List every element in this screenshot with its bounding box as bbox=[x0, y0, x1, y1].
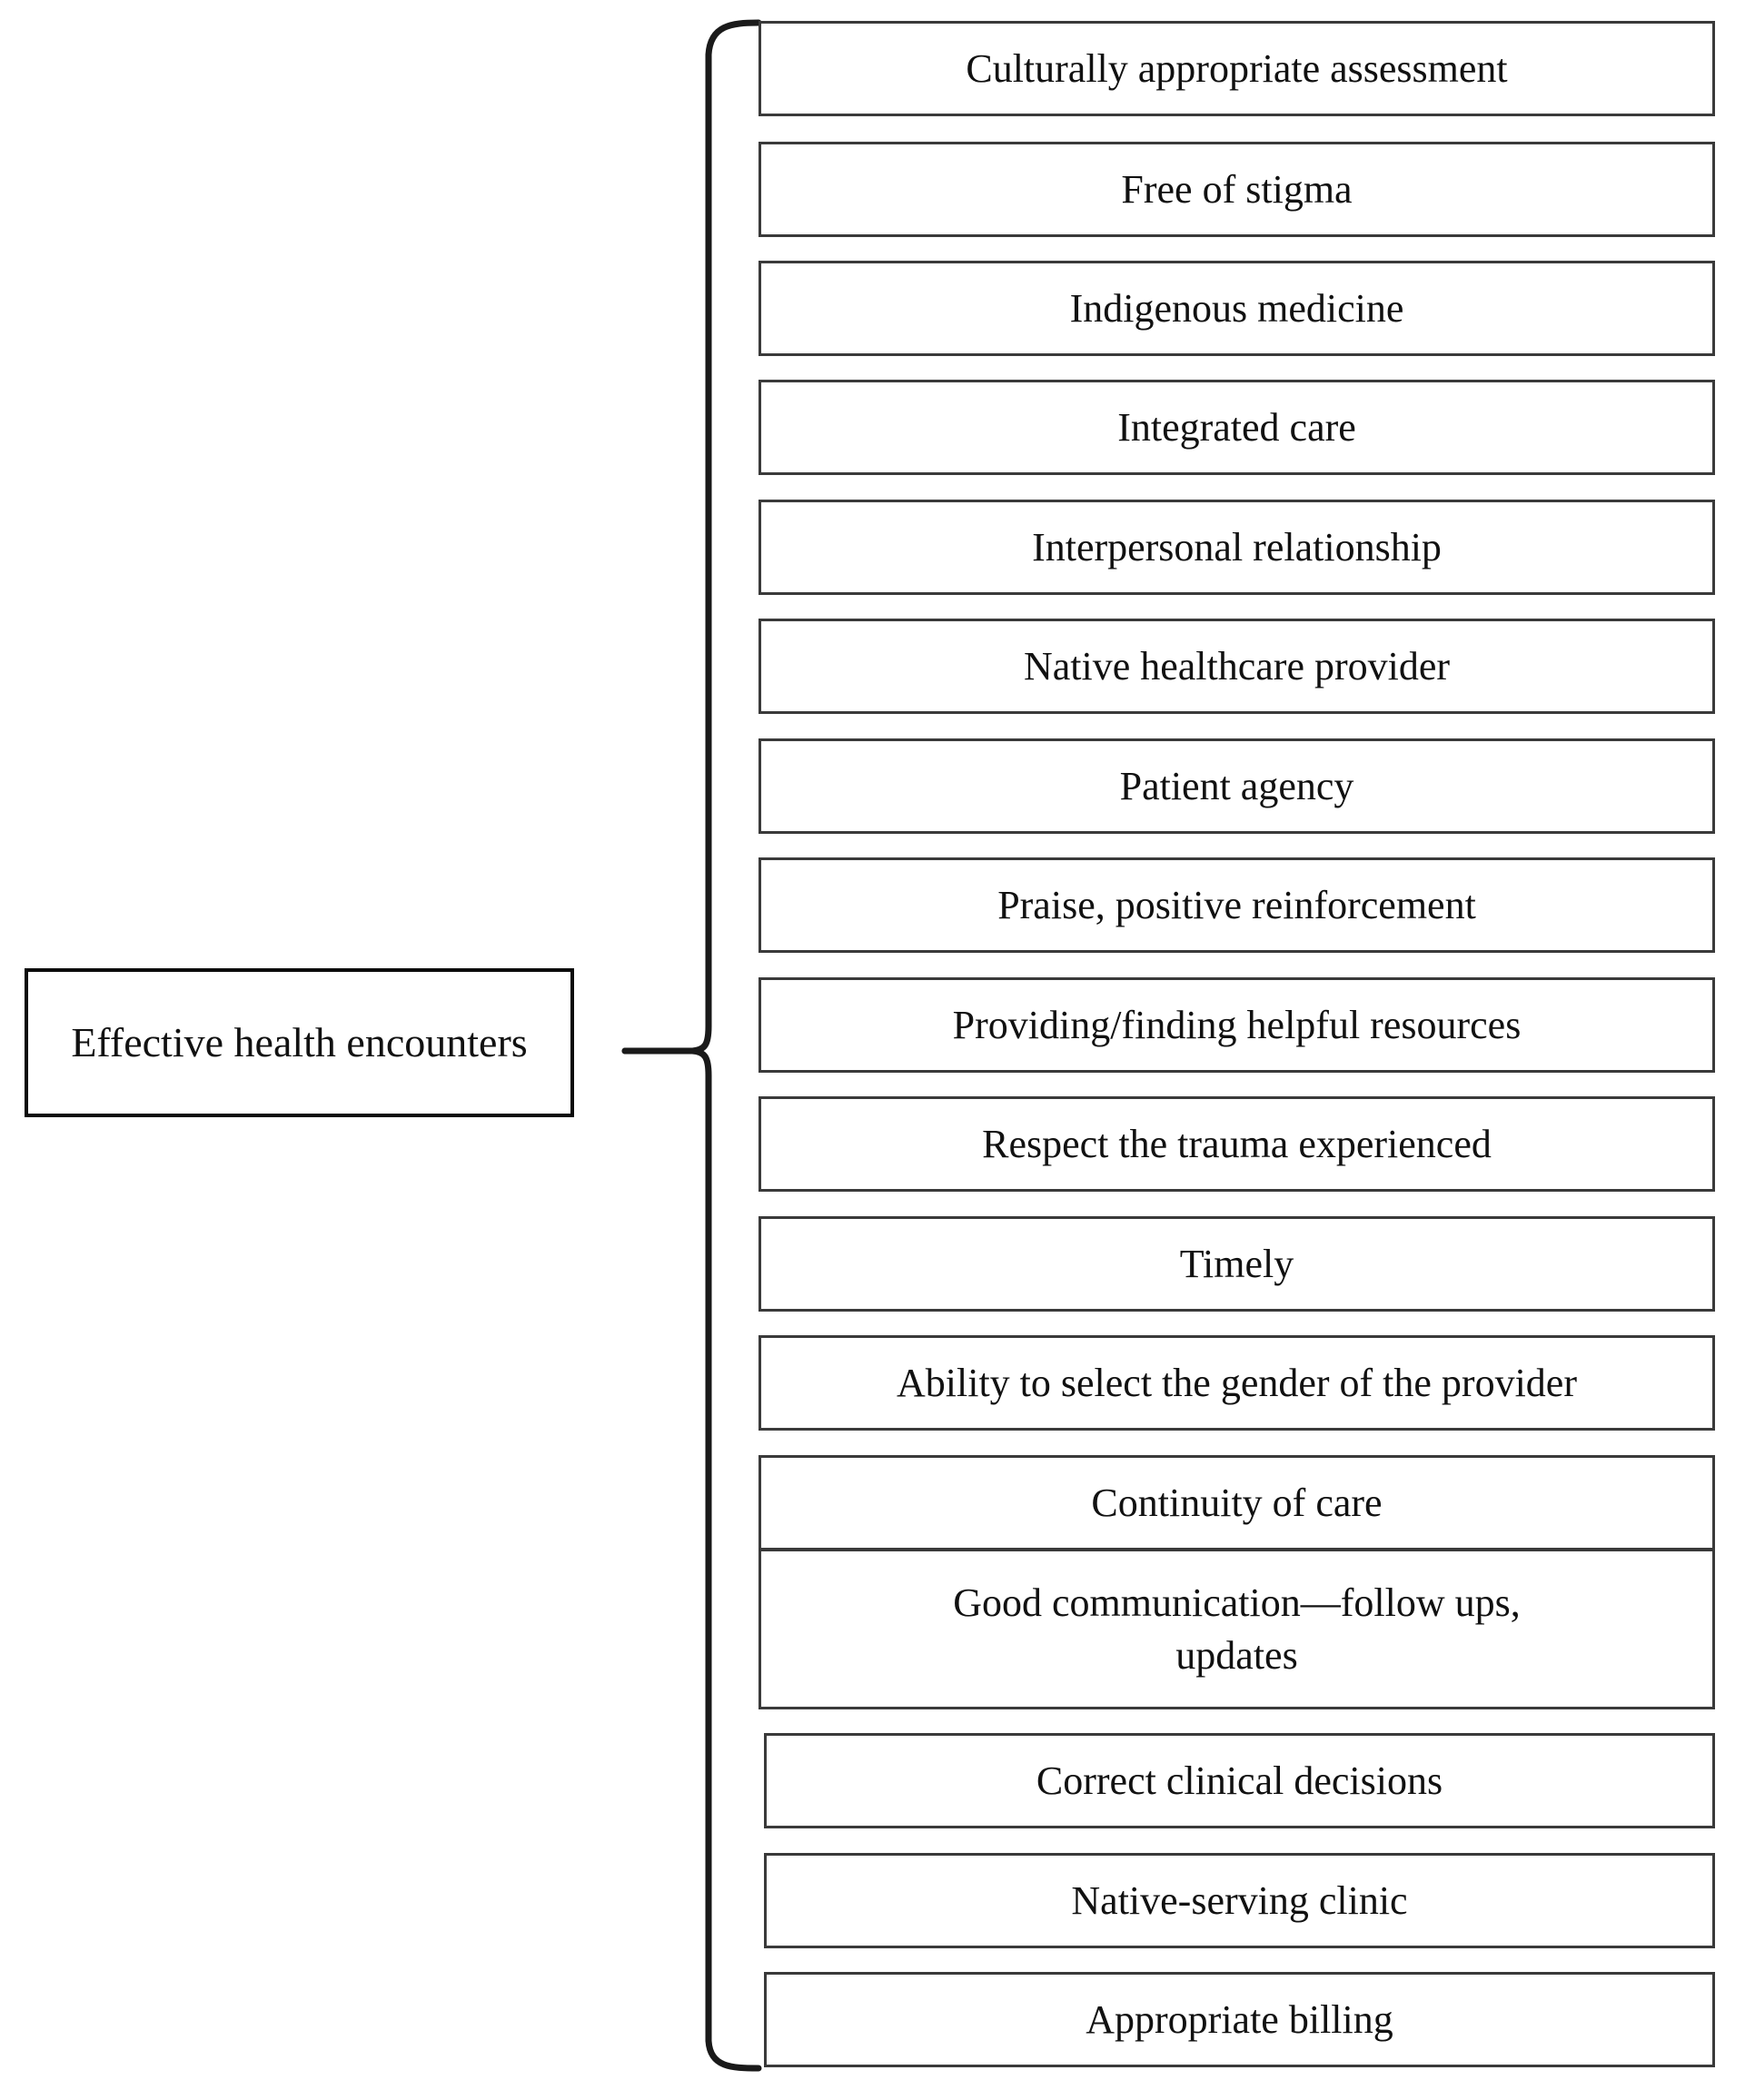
root-concept-box: Effective health encounters bbox=[25, 968, 574, 1117]
leaf-label: Native-serving clinic bbox=[1071, 1877, 1408, 1923]
leaf-label: Timely bbox=[1179, 1241, 1294, 1286]
leaf-box-continuity-of-care: Continuity of care bbox=[759, 1455, 1715, 1550]
leaf-label: Correct clinical decisions bbox=[1036, 1758, 1443, 1803]
leaf-label: Integrated care bbox=[1117, 404, 1356, 450]
leaf-label: Free of stigma bbox=[1121, 166, 1353, 212]
leaf-box-native-healthcare-provider: Native healthcare provider bbox=[759, 619, 1715, 714]
leaf-label: Praise, positive reinforcement bbox=[997, 882, 1476, 927]
leaf-box-patient-agency: Patient agency bbox=[759, 738, 1715, 834]
leaf-box-ability-to-select-gender-of-provider: Ability to select the gender of the prov… bbox=[759, 1335, 1715, 1431]
leaf-box-good-communication-follow-ups-updates: Good communication—follow ups, updates bbox=[759, 1549, 1715, 1709]
leaf-box-respect-the-trauma-experienced: Respect the trauma experienced bbox=[759, 1096, 1715, 1192]
leaf-box-indigenous-medicine: Indigenous medicine bbox=[759, 261, 1715, 356]
leaf-box-free-of-stigma: Free of stigma bbox=[759, 142, 1715, 237]
leaf-box-timely: Timely bbox=[759, 1216, 1715, 1312]
leaf-label: Patient agency bbox=[1119, 763, 1354, 808]
root-concept-label: Effective health encounters bbox=[71, 1019, 528, 1066]
leaf-label: Good communication—follow ups, updates bbox=[953, 1580, 1521, 1678]
leaf-label: Appropriate billing bbox=[1086, 1996, 1393, 2042]
leaf-box-correct-clinical-decisions: Correct clinical decisions bbox=[764, 1733, 1715, 1828]
leaf-label: Culturally appropriate assessment bbox=[966, 45, 1508, 91]
leaf-label: Ability to select the gender of the prov… bbox=[897, 1360, 1577, 1405]
leaf-box-culturally-appropriate-assessment: Culturally appropriate assessment bbox=[759, 21, 1715, 116]
leaf-label: Native healthcare provider bbox=[1023, 643, 1451, 688]
leaf-label: Continuity of care bbox=[1091, 1480, 1383, 1525]
leaf-label: Interpersonal relationship bbox=[1032, 524, 1442, 570]
leaf-box-interpersonal-relationship: Interpersonal relationship bbox=[759, 500, 1715, 595]
leaf-box-native-serving-clinic: Native-serving clinic bbox=[764, 1853, 1715, 1948]
leaf-box-providing-finding-helpful-resources: Providing/finding helpful resources bbox=[759, 977, 1715, 1073]
leaf-box-appropriate-billing: Appropriate billing bbox=[764, 1972, 1715, 2067]
leaf-box-praise-positive-reinforcement: Praise, positive reinforcement bbox=[759, 857, 1715, 953]
leaf-label: Providing/finding helpful resources bbox=[952, 1002, 1522, 1047]
leaf-label: Indigenous medicine bbox=[1069, 285, 1404, 331]
leaf-box-integrated-care: Integrated care bbox=[759, 380, 1715, 475]
leaf-label: Respect the trauma experienced bbox=[982, 1121, 1492, 1166]
